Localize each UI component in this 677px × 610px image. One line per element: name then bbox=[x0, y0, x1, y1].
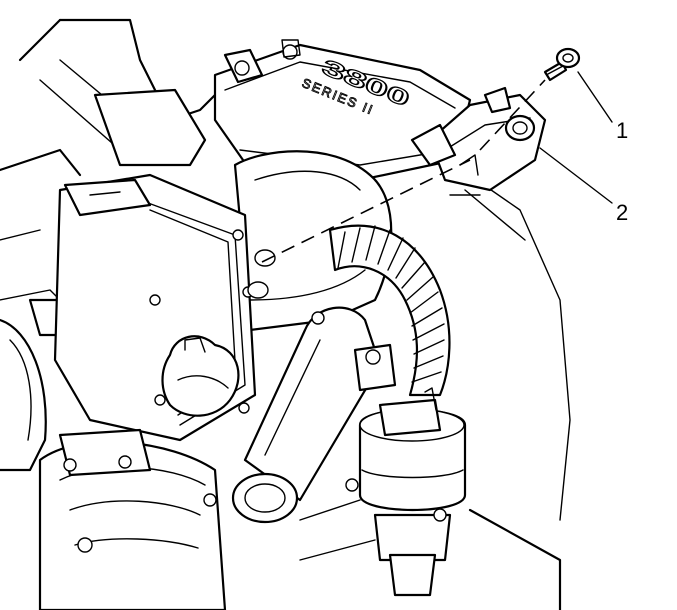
throttle-body bbox=[53, 173, 257, 442]
corrugated-hose bbox=[328, 224, 451, 397]
callout-2-label: 2 bbox=[616, 200, 628, 225]
bolt bbox=[543, 47, 581, 82]
egr-valve bbox=[299, 387, 562, 610]
coolant-outlet-pipe bbox=[203, 306, 397, 524]
engine-right-edge bbox=[454, 164, 571, 521]
engine-lower bbox=[0, 318, 227, 610]
callout-1-leader bbox=[577, 71, 613, 123]
callout-leaders bbox=[539, 71, 613, 204]
intake-duct bbox=[233, 150, 393, 332]
callout-1-label: 1 bbox=[616, 118, 628, 143]
sensor-mount-holes bbox=[247, 249, 276, 299]
callout-2-leader bbox=[539, 147, 613, 204]
intake-plenum bbox=[213, 39, 472, 182]
alignment-line bbox=[261, 79, 546, 263]
